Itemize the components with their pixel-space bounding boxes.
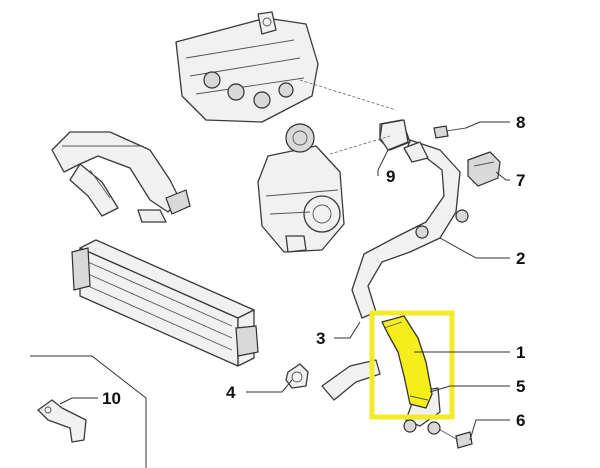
callout-10: 10 bbox=[102, 389, 121, 408]
intake-manifold bbox=[175, 11, 319, 123]
intercooler bbox=[71, 239, 259, 367]
metal-pipe-part-2 bbox=[351, 119, 469, 319]
leader-4 bbox=[246, 379, 293, 393]
leader-8 bbox=[465, 121, 510, 129]
gasket-part-9 bbox=[379, 119, 409, 151]
callout-4: 4 bbox=[226, 383, 236, 402]
leader-2 bbox=[439, 237, 510, 259]
section-divider bbox=[30, 355, 147, 468]
bolt-part-6 bbox=[427, 421, 473, 449]
callout-8: 8 bbox=[516, 113, 525, 132]
leader-6 bbox=[469, 419, 510, 441]
turbocharger bbox=[257, 123, 345, 253]
leader-7 bbox=[495, 171, 510, 181]
callout-5: 5 bbox=[516, 377, 525, 396]
highlight-box-part-1 bbox=[369, 310, 455, 420]
clamp-part-4 bbox=[285, 363, 309, 389]
callout-7: 7 bbox=[516, 171, 525, 190]
upper-left-hose bbox=[51, 131, 191, 223]
leader-5 bbox=[429, 385, 510, 393]
callout-9: 9 bbox=[386, 167, 395, 186]
leader-3 bbox=[334, 321, 361, 339]
leader-9 bbox=[377, 149, 389, 176]
alignment-line-turbo bbox=[329, 135, 391, 155]
callout-2: 2 bbox=[516, 249, 525, 268]
screw-part-8 bbox=[433, 125, 467, 139]
callout-6: 6 bbox=[516, 411, 525, 430]
bracket-part-10 bbox=[37, 399, 87, 443]
rubber-hose-part-1 bbox=[381, 315, 433, 409]
bushing-part-7 bbox=[467, 151, 501, 187]
callout-3: 3 bbox=[316, 329, 325, 348]
alignment-line-manifold bbox=[299, 79, 397, 111]
callout-1: 1 bbox=[516, 343, 525, 362]
leader-10 bbox=[59, 397, 98, 405]
